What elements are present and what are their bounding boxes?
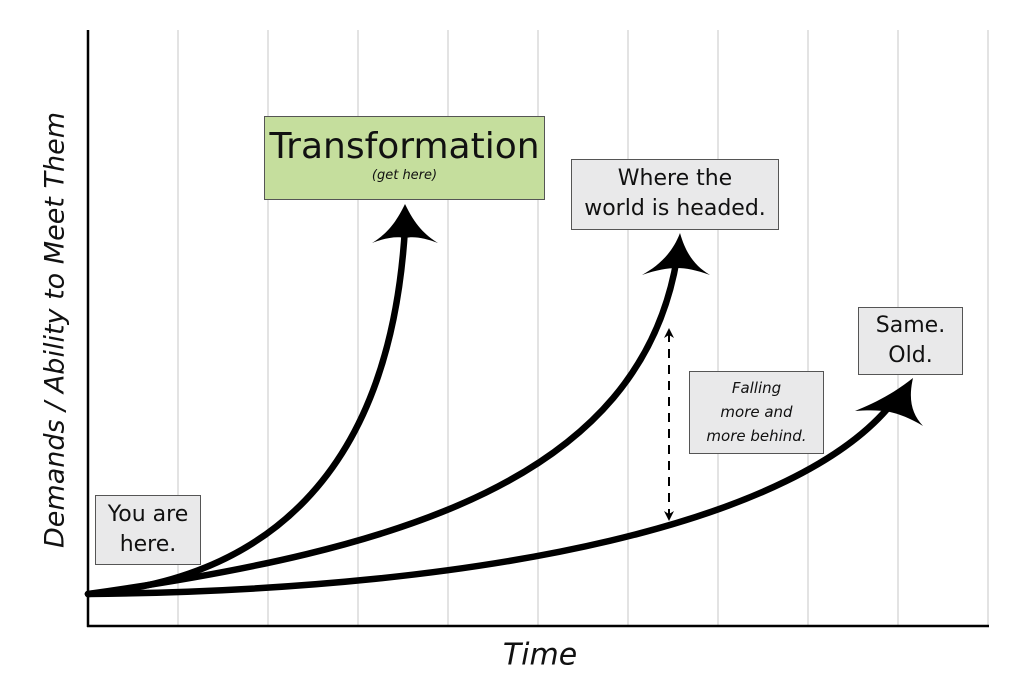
transformation-title: Transformation [269, 126, 540, 167]
falling-behind-line-3: more behind. [706, 427, 807, 445]
world-headed-line-2: world is headed. [584, 196, 766, 221]
transformation-box: Transformation (get here) [264, 116, 545, 200]
world-curve [84, 254, 681, 598]
you-are-here-line-1: You are [107, 502, 189, 527]
transformation-subtitle: (get here) [371, 168, 438, 183]
same-old-curve [84, 398, 897, 598]
same-old-line-1: Same. [875, 313, 946, 338]
world-headed-box: Where the world is headed. [571, 159, 779, 230]
same-old-line-2: Old. [888, 343, 933, 368]
falling-behind-line-2: more and [720, 403, 793, 421]
transformation-arrowhead [372, 204, 438, 243]
world-arrowhead [642, 233, 710, 275]
falling-behind-line-1: Falling [731, 379, 782, 397]
falling-behind-box: Falling more and more behind. [689, 371, 824, 454]
x-axis-label: Time [502, 637, 578, 673]
you-are-here-line-2: here. [119, 532, 177, 557]
y-axis-label: Demands / Ability to Meet Them [39, 112, 71, 548]
same-old-box: Same. Old. [858, 307, 963, 375]
world-headed-line-1: Where the [617, 166, 733, 191]
you-are-here-box: You are here. [95, 495, 201, 565]
same-old-arrowhead [855, 378, 923, 426]
